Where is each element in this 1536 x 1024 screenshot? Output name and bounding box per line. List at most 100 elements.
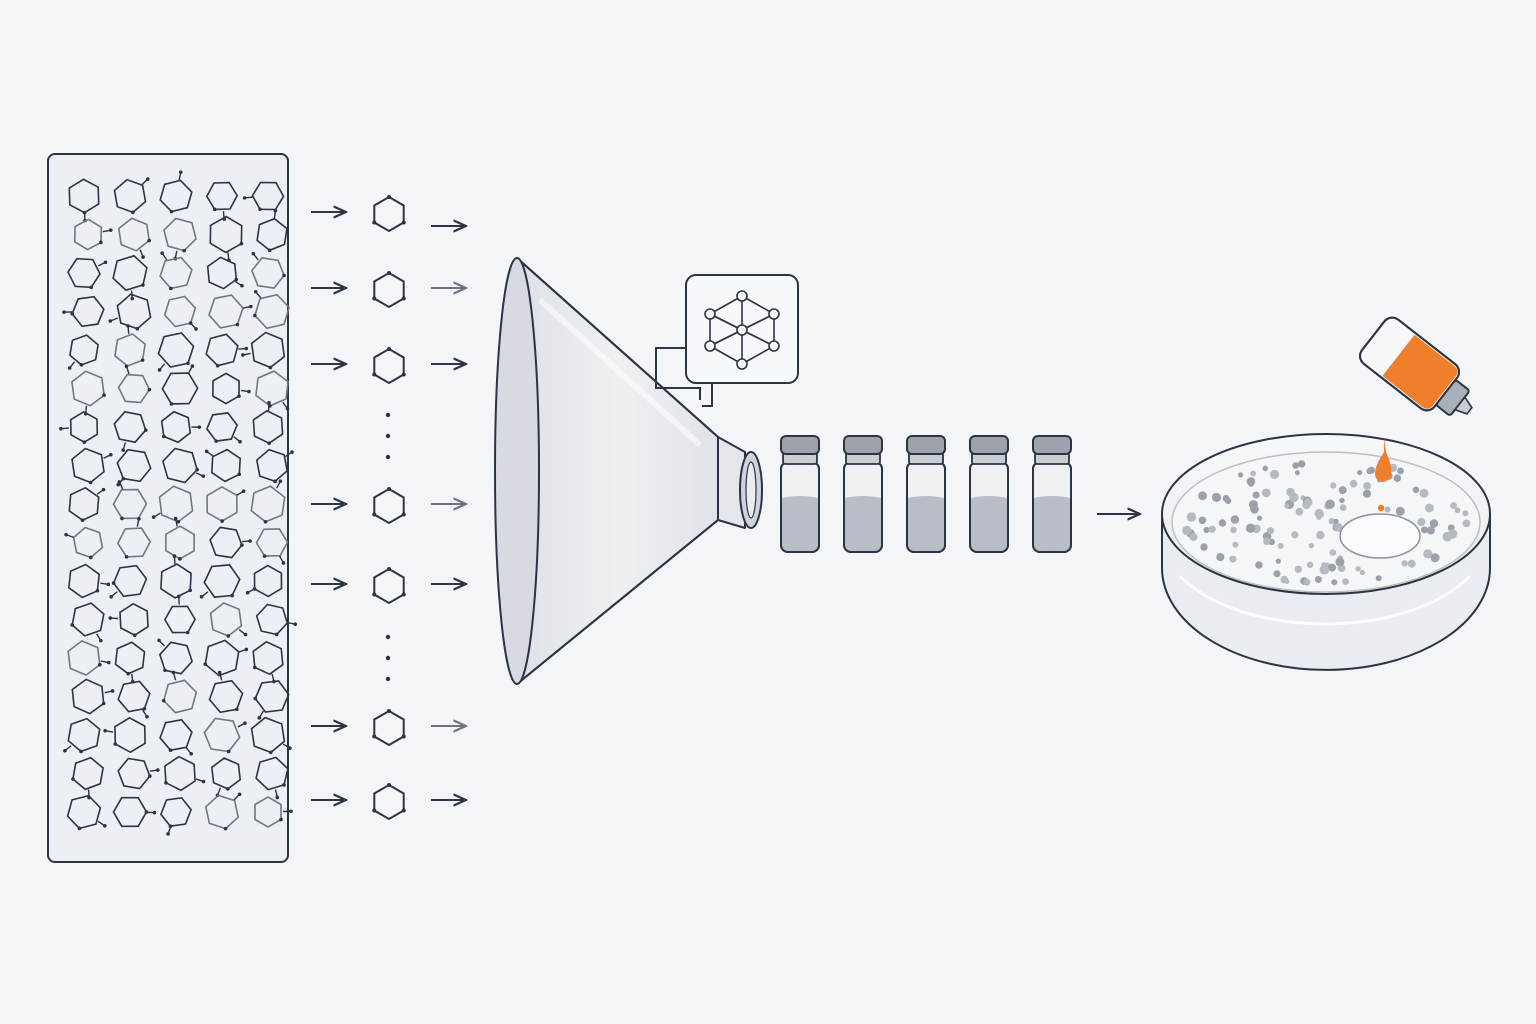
vial-icon bbox=[843, 435, 883, 553]
dropper-bottle-icon bbox=[1359, 316, 1473, 416]
library-molecule bbox=[117, 757, 160, 790]
library-molecule bbox=[255, 756, 289, 800]
library-molecule bbox=[205, 412, 242, 444]
library-molecule bbox=[253, 289, 290, 330]
library-molecule bbox=[204, 792, 242, 831]
vial-icon bbox=[906, 435, 946, 553]
library-molecule bbox=[116, 517, 152, 559]
library-molecule bbox=[162, 447, 206, 484]
vial-icon bbox=[969, 435, 1009, 553]
library-molecule bbox=[208, 670, 244, 714]
library-molecule bbox=[113, 177, 150, 215]
ellipsis-upper bbox=[385, 412, 391, 460]
selected-molecule bbox=[372, 709, 406, 747]
model-box bbox=[685, 274, 799, 384]
compound-library-panel bbox=[47, 153, 297, 863]
library-molecule bbox=[73, 218, 113, 251]
library-molecule bbox=[59, 410, 99, 444]
library-molecule bbox=[250, 479, 286, 524]
selected-molecules-column bbox=[311, 195, 466, 821]
selected-molecule-row bbox=[311, 709, 466, 747]
library-molecule bbox=[164, 516, 196, 561]
library-molecule bbox=[159, 170, 193, 214]
library-molecule bbox=[161, 670, 198, 714]
library-molecule bbox=[209, 602, 248, 638]
library-molecule bbox=[253, 680, 290, 720]
selected-molecule bbox=[372, 783, 406, 821]
library-molecule bbox=[157, 332, 195, 372]
library-molecule bbox=[254, 796, 293, 828]
library-molecule bbox=[67, 334, 99, 370]
library-molecule bbox=[71, 678, 115, 715]
vial-row bbox=[780, 435, 1072, 553]
funnel-icon bbox=[494, 257, 763, 685]
library-molecule bbox=[117, 680, 151, 719]
library-molecule bbox=[113, 410, 148, 452]
library-molecule bbox=[241, 331, 286, 370]
library-molecule bbox=[252, 400, 284, 446]
library-molecule bbox=[203, 639, 249, 677]
selected-molecule bbox=[372, 347, 406, 385]
library-molecule bbox=[70, 602, 105, 643]
library-molecule bbox=[67, 639, 111, 677]
selected-molecule-row bbox=[311, 271, 466, 309]
library-molecule bbox=[203, 717, 247, 754]
library-molecule bbox=[250, 251, 286, 289]
library-molecule bbox=[62, 295, 105, 328]
library-molecule bbox=[163, 217, 197, 261]
library-molecule bbox=[103, 716, 146, 754]
library-molecule bbox=[206, 485, 246, 523]
library-molecule bbox=[245, 564, 283, 598]
library-molecule bbox=[64, 526, 104, 560]
library-molecule bbox=[163, 295, 198, 331]
library-molecule bbox=[117, 364, 152, 404]
library-molecule bbox=[151, 485, 194, 524]
library-molecule bbox=[117, 217, 151, 259]
library-molecule bbox=[160, 410, 202, 444]
petri-dish-icon bbox=[1161, 433, 1491, 671]
library-molecule bbox=[159, 718, 194, 756]
library-molecule bbox=[199, 564, 241, 599]
library-molecule bbox=[255, 528, 289, 565]
reagent-drip bbox=[1377, 504, 1385, 512]
selected-molecule bbox=[372, 271, 406, 309]
library-molecule bbox=[208, 294, 253, 329]
neural-network-icon bbox=[704, 290, 780, 370]
selected-molecule-row bbox=[311, 487, 466, 525]
selected-molecule-row bbox=[311, 195, 466, 231]
selected-molecule-row bbox=[311, 783, 466, 821]
selected-molecule-row bbox=[311, 567, 466, 605]
library-molecule bbox=[163, 594, 197, 635]
library-molecule bbox=[159, 251, 193, 291]
library-molecule bbox=[67, 563, 111, 599]
library-molecule bbox=[68, 486, 106, 523]
library-molecule bbox=[160, 554, 193, 599]
library-molecule bbox=[212, 372, 251, 405]
library-molecule bbox=[109, 564, 148, 599]
library-molecule bbox=[108, 602, 149, 638]
vial-icon bbox=[780, 435, 820, 553]
library-molecule bbox=[209, 526, 252, 559]
library-molecule bbox=[112, 796, 157, 828]
library-molecule bbox=[164, 755, 206, 792]
library-molecule bbox=[71, 447, 113, 485]
model-connector-line bbox=[655, 347, 701, 400]
selected-molecule-row bbox=[311, 347, 466, 385]
library-molecule bbox=[159, 796, 193, 836]
library-molecule bbox=[157, 638, 194, 675]
inhibition-zone bbox=[1339, 513, 1421, 559]
library-molecule bbox=[250, 716, 292, 755]
library-molecule bbox=[108, 293, 152, 331]
model-connector-line-2 bbox=[702, 380, 713, 407]
ellipsis-lower bbox=[385, 634, 391, 682]
library-molecule bbox=[256, 208, 288, 253]
library-molecule bbox=[255, 603, 297, 637]
selected-molecule bbox=[372, 567, 406, 605]
library-molecule bbox=[209, 215, 244, 263]
library-molecule bbox=[161, 364, 199, 406]
library-molecule bbox=[206, 256, 244, 290]
library-molecule bbox=[205, 333, 249, 368]
library-molecule-grid bbox=[59, 170, 297, 836]
library-molecule bbox=[66, 794, 107, 831]
